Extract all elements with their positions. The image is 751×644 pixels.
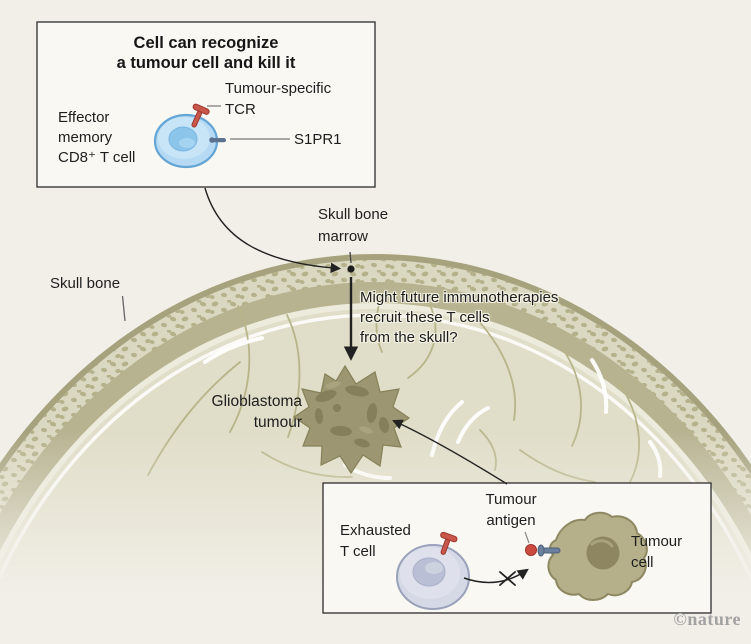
label-skull-bone-marrow: Skull bone marrow	[318, 206, 389, 245]
marrow-entry-dot	[347, 265, 355, 273]
label-s1pr1: S1PR1	[294, 131, 342, 148]
label-tumour-specific-tcr: Tumour-specific TCR	[225, 80, 332, 118]
nature-watermark: ©nature	[673, 609, 741, 629]
effector-t-cell-graphic	[153, 103, 226, 169]
tcr-icon	[191, 103, 210, 128]
label-exhausted-t-cell: Exhausted T cell	[340, 522, 411, 560]
question-text: Might future immunotherapies recruit the…	[360, 289, 559, 346]
label-glioblastoma-tumour: Glioblastoma tumour	[211, 393, 302, 431]
label-tumour-antigen: Tumour antigen	[485, 491, 537, 529]
marrow-pointer-line	[349, 251, 352, 264]
skull-bone-pointer-line	[121, 295, 126, 322]
s1pr1-icon	[209, 137, 226, 143]
label-skull-bone: Skull bone	[50, 275, 121, 292]
label-tumour-cell: Tumour cell	[631, 533, 683, 571]
label-effector-memory-cd8-t-cell: Effector memory CD8⁺ T cell	[58, 109, 136, 166]
recognize-panel-title: Cell can recognize a tumour cell and kil…	[116, 34, 296, 72]
